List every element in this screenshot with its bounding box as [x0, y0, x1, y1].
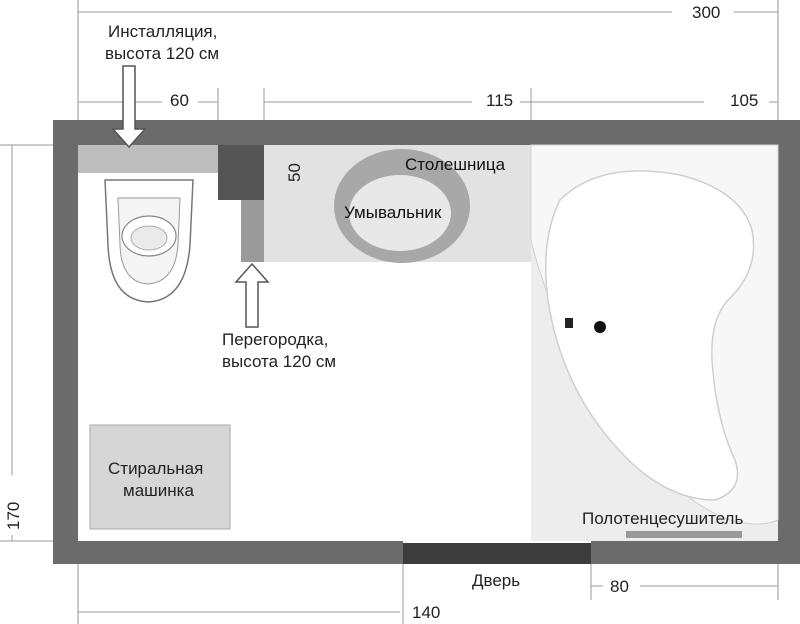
bathtub-drain-icon — [594, 321, 606, 333]
towel-dryer — [626, 531, 742, 538]
dimension-door-width: 80 — [610, 577, 629, 596]
dimension-lines — [0, 0, 779, 624]
dimension-to-door: 140 — [412, 603, 440, 622]
label-door: Дверь — [472, 571, 520, 590]
washbasin — [334, 149, 470, 263]
label-washer-line1: Стиральная — [108, 459, 203, 478]
dimension-room-height: 170 — [4, 502, 23, 530]
installation-strip — [78, 145, 218, 173]
label-installation-line2: высота 120 см — [105, 44, 219, 63]
wall-bottom-left — [53, 541, 403, 564]
dimension-installation-width: 60 — [170, 91, 189, 110]
walls — [53, 120, 800, 564]
dimension-bathtub-width: 105 — [730, 91, 758, 110]
partition — [218, 145, 264, 262]
label-washbasin: Умывальник — [344, 203, 442, 222]
bathtub-overflow-icon — [565, 318, 573, 328]
washing-machine — [89, 424, 231, 530]
label-partition-line1: Перегородка, — [222, 330, 328, 349]
wall-top — [53, 120, 800, 145]
wall-left — [53, 120, 78, 564]
label-towel-dryer: Полотенцесушитель — [582, 509, 743, 528]
dimension-countertop-width: 115 — [486, 91, 513, 110]
label-installation-line1: Инсталляция, — [108, 22, 217, 41]
dimension-total-width: 300 — [692, 3, 720, 22]
label-partition-line2: высота 120 см — [222, 352, 336, 371]
partition-arrow-icon — [234, 262, 270, 328]
bathtub — [530, 144, 779, 541]
label-washer-line2: машинка — [123, 481, 194, 500]
label-countertop: Столешница — [405, 155, 506, 174]
installation-arrow-icon — [111, 65, 147, 149]
wall-right — [778, 120, 800, 564]
dimension-countertop-depth: 50 — [285, 163, 304, 182]
toilet — [104, 179, 194, 303]
door-opening — [403, 543, 591, 564]
wall-bottom-right — [591, 541, 800, 564]
